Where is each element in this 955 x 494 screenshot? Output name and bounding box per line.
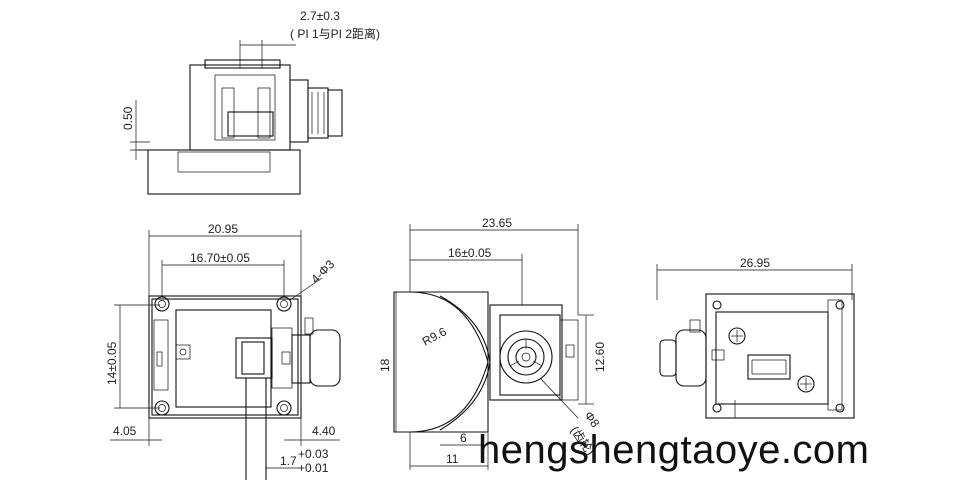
back-view: 26.95 (656, 256, 855, 419)
dim-shaft-lower: +0.01 (298, 461, 329, 475)
dim-radius: R9.6 (420, 324, 449, 348)
dim-side-right-height: 12.60 (593, 342, 607, 372)
dim-shaft-value: 1.7 (280, 454, 297, 468)
dim-top-height: 0.50 (121, 106, 135, 130)
dim-side-inner: 16±0.05 (448, 246, 492, 260)
dim-left-offset: 4.05 (113, 424, 137, 438)
dim-11: 11 (446, 452, 459, 466)
front-view: 20.95 16.70±0.05 4-Φ3 (105, 222, 341, 480)
dim-top-note: ( PI 1与PI 2距离) (290, 26, 380, 41)
dim-side-width: 23.65 (482, 216, 512, 230)
watermark: hengshengtaoye.com (478, 428, 870, 472)
dim-right-offset: 4.40 (312, 424, 336, 438)
dim-6: 6 (460, 431, 467, 445)
dim-back-width: 26.95 (740, 256, 770, 270)
dim-holes: 4-Φ3 (308, 257, 337, 286)
dim-side-height: 18 (378, 358, 392, 372)
top-view: 2.7±0.3 ( PI 1与PI 2距离) 0.50 (121, 9, 380, 195)
dim-shaft-upper: +0.03 (298, 447, 329, 461)
dim-top-pitch: 2.7±0.3 (300, 9, 340, 23)
dim-front-width: 20.95 (208, 222, 238, 236)
dim-front-inner: 16.70±0.05 (190, 251, 250, 265)
dim-front-height: 14±0.05 (105, 341, 119, 385)
